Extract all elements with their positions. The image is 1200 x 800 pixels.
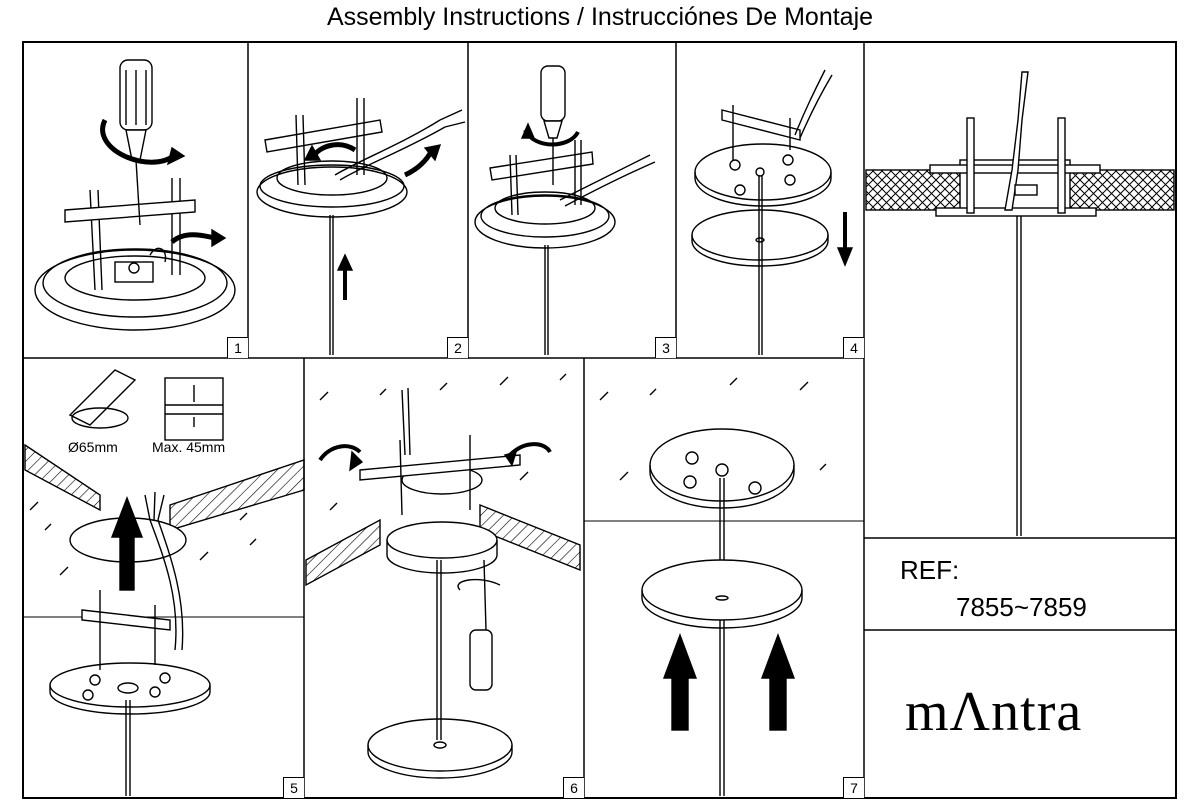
step-number-2: 2 bbox=[447, 337, 468, 358]
step-number-5: 5 bbox=[283, 777, 304, 798]
step-7-illustration bbox=[599, 377, 827, 796]
ref-number: 7855~7859 bbox=[956, 592, 1087, 622]
step-6-illustration bbox=[305, 373, 581, 779]
hole-diameter-label: Ø65mm bbox=[68, 439, 118, 455]
step-3-illustration bbox=[474, 65, 656, 355]
step-number-7: 7 bbox=[843, 777, 864, 798]
max-depth-label: Max. 45mm bbox=[152, 439, 225, 455]
sheet-border bbox=[22, 41, 1177, 799]
brand-logo: mΛntra bbox=[905, 681, 1083, 743]
step-5-illustration bbox=[24, 369, 305, 796]
step-number-6: 6 bbox=[563, 777, 584, 798]
step-number-4: 4 bbox=[843, 337, 864, 358]
ref-label: REF: bbox=[900, 555, 960, 585]
step-2-illustration bbox=[256, 98, 466, 355]
step-1-illustration bbox=[34, 59, 236, 331]
step-4-illustration bbox=[691, 69, 854, 355]
cross-section-illustration bbox=[865, 71, 1175, 536]
step-number-1: 1 bbox=[227, 337, 248, 358]
step-number-3: 3 bbox=[655, 337, 676, 358]
document-title: Assembly Instructions / Instrucciónes De… bbox=[326, 3, 874, 31]
